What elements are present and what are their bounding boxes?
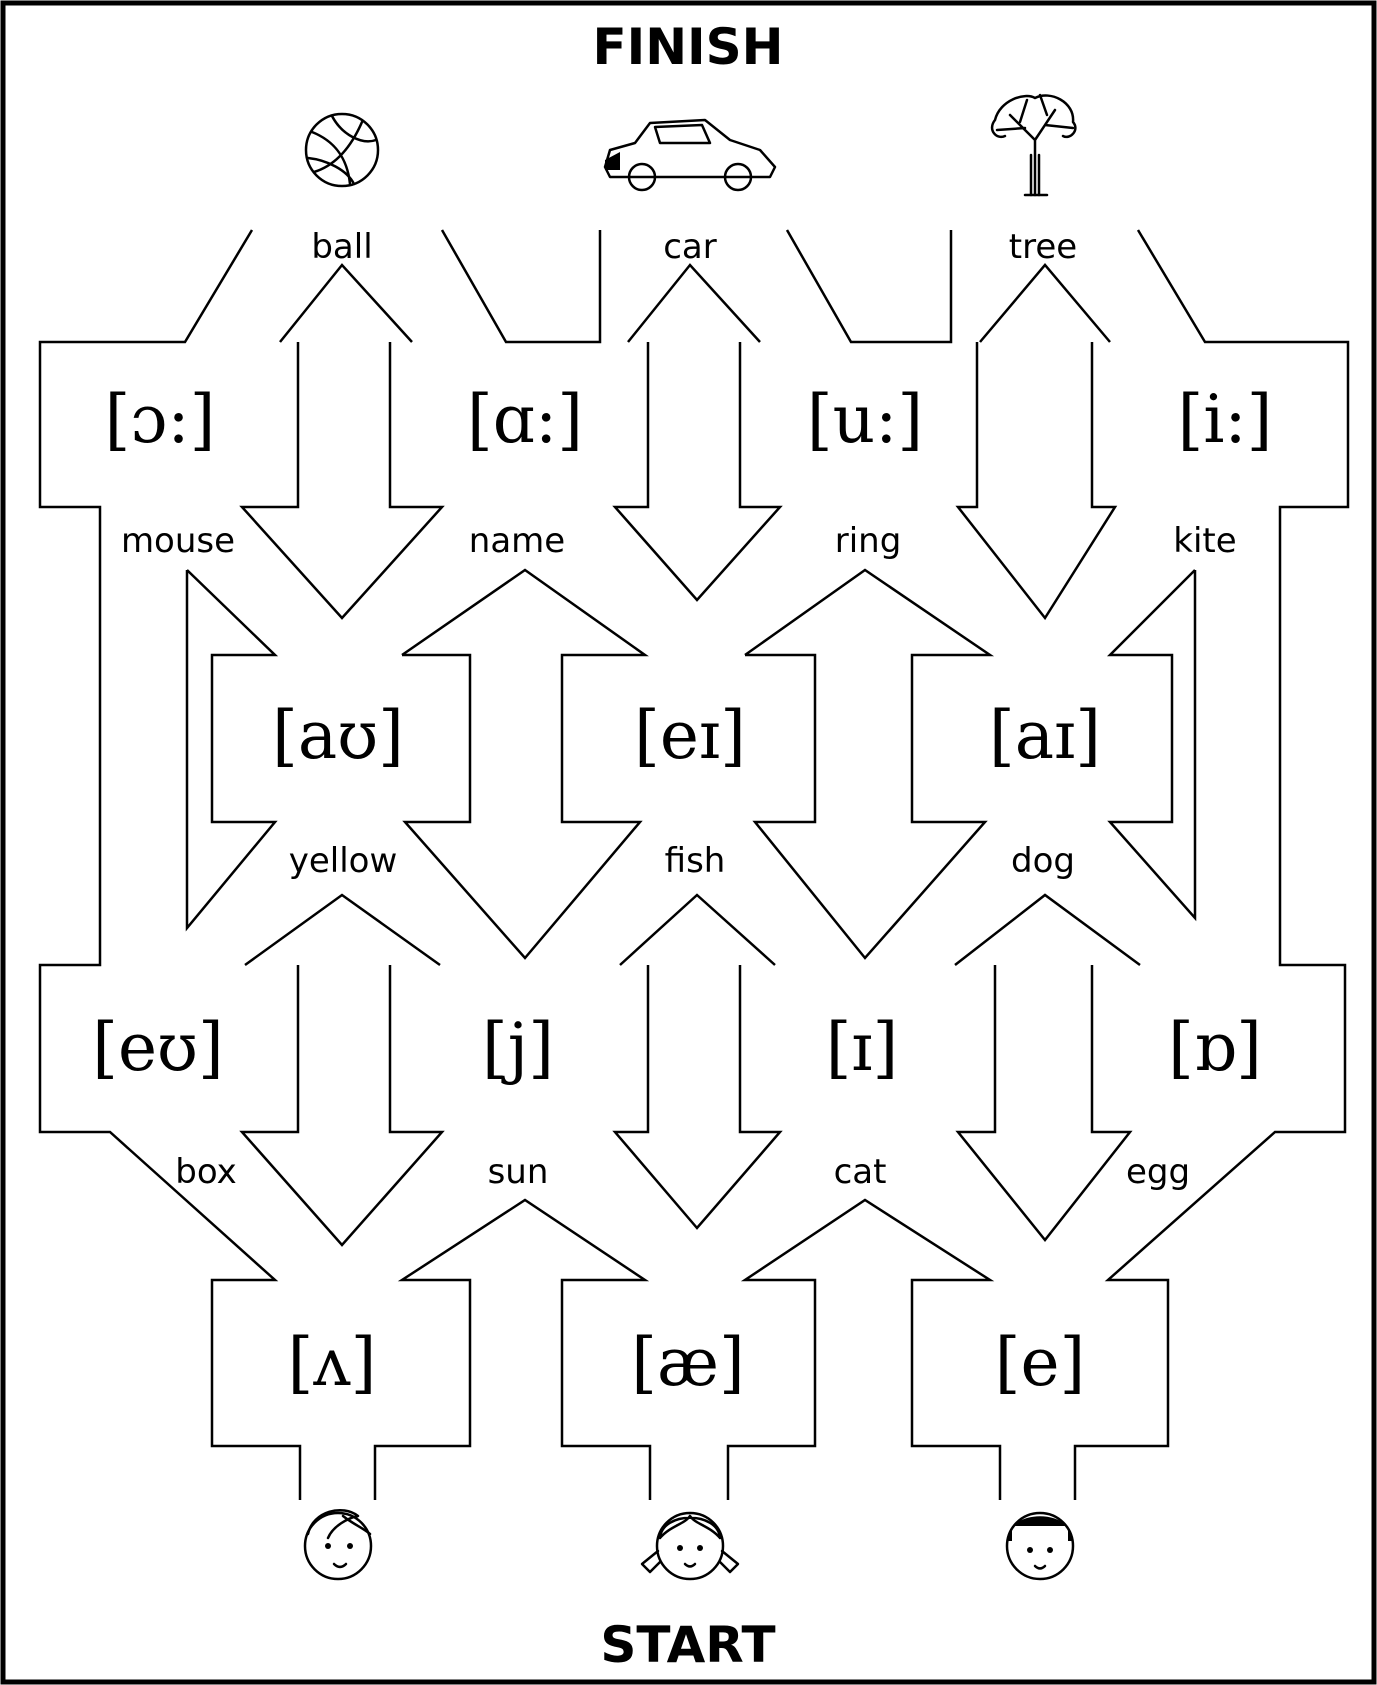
arrow-up-6 xyxy=(954,893,1141,967)
row1-structure xyxy=(239,263,1118,621)
goal-word-ball: ball xyxy=(311,227,372,267)
sound-box-6[interactable]: [eɪ] xyxy=(634,697,746,774)
arrow-down-3 xyxy=(955,342,1118,621)
sound-box-5[interactable]: [aʊ] xyxy=(272,697,404,774)
path-word-mouse: mouse xyxy=(121,521,235,561)
wall-car-tree xyxy=(785,229,953,344)
arrow-up-1 xyxy=(279,263,413,343)
girl-face-icon[interactable] xyxy=(640,1511,740,1581)
path-word-fish: fish xyxy=(665,841,726,881)
sound-box-3[interactable]: [u:] xyxy=(807,381,923,458)
arrow-name-fish xyxy=(401,568,649,960)
path-word-ring: ring xyxy=(835,521,902,561)
child-face-icon[interactable] xyxy=(1005,1511,1075,1581)
car-icon xyxy=(603,118,777,192)
sound-box-10[interactable]: [ɪ] xyxy=(826,1009,899,1086)
path-word-cat: cat xyxy=(834,1152,887,1192)
sound-box-4[interactable]: [i:] xyxy=(1178,381,1273,458)
arrow-up-2 xyxy=(627,263,761,343)
left-outer-wall xyxy=(38,229,302,1500)
boy-face-icon[interactable] xyxy=(303,1508,373,1581)
sound-box-7[interactable]: [aɪ] xyxy=(989,697,1101,774)
sound-box-2[interactable]: [ɑ:] xyxy=(467,381,583,458)
arrow-up-3 xyxy=(979,263,1111,343)
arrow-down-4 xyxy=(239,965,445,1247)
path-word-name: name xyxy=(469,521,565,561)
sound-box-8[interactable]: [eʊ] xyxy=(92,1009,223,1086)
top-walls xyxy=(38,229,1350,1500)
row2-structure xyxy=(185,568,1197,960)
tree-icon xyxy=(990,93,1077,197)
goal-word-car: car xyxy=(663,227,717,267)
goal-word-tree: tree xyxy=(1009,227,1077,267)
wall-cat xyxy=(726,1198,1002,1500)
wall-ball-car-left xyxy=(440,229,602,344)
arrow-down-2 xyxy=(612,342,783,602)
path-word-egg: egg xyxy=(1126,1152,1190,1192)
arrow-down-6 xyxy=(955,965,1133,1243)
sound-box-9[interactable]: [j] xyxy=(482,1009,554,1086)
ball-icon xyxy=(304,112,380,188)
wall-sun xyxy=(373,1198,652,1500)
arrow-up-5 xyxy=(619,893,776,966)
path-word-box: box xyxy=(175,1152,236,1192)
sound-box-12[interactable]: [ʌ] xyxy=(288,1324,377,1401)
sound-box-13[interactable]: [æ] xyxy=(631,1324,745,1401)
wall-mouse-box xyxy=(185,569,279,932)
arrow-ring-dog xyxy=(744,568,995,960)
row4-structure xyxy=(373,1198,1002,1500)
sound-box-14[interactable]: [e] xyxy=(995,1324,1086,1401)
arrow-down-1 xyxy=(239,342,445,620)
finish-label: FINISH xyxy=(592,18,783,76)
row3-structure xyxy=(239,893,1141,1247)
wall-kite xyxy=(1106,569,1197,922)
path-word-dog: dog xyxy=(1011,841,1075,881)
right-outer-wall xyxy=(1073,229,1350,1500)
sound-box-1[interactable]: [ɔ:] xyxy=(105,381,216,458)
sound-box-11[interactable]: [ɒ] xyxy=(1168,1009,1262,1086)
path-word-yellow: yellow xyxy=(289,841,398,881)
arrow-up-4 xyxy=(244,893,441,967)
arrow-down-5 xyxy=(612,965,783,1230)
start-label: START xyxy=(600,1616,775,1674)
path-word-kite: kite xyxy=(1173,521,1236,561)
path-word-sun: sun xyxy=(488,1152,549,1192)
